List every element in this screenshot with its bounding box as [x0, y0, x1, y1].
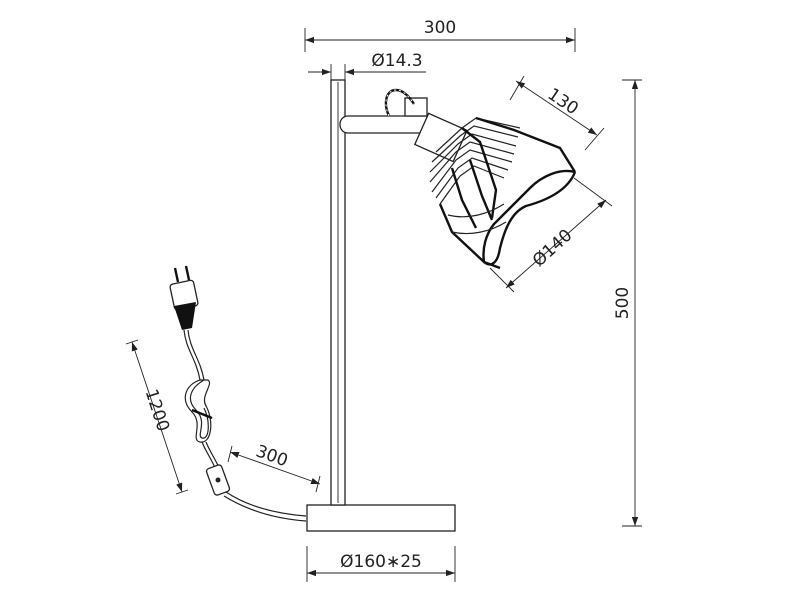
- lamp-internal-wire: [384, 88, 415, 117]
- dimension-cord-length-label: 1200: [141, 387, 173, 434]
- dimension-pole-diameter: Ø14.3: [308, 51, 426, 80]
- dimension-total-height-label: 500: [613, 287, 633, 319]
- dimension-switch-distance: 300: [227, 441, 321, 493]
- dimension-base-size: Ø160∗25: [306, 546, 456, 582]
- lamp-cage-shade: [413, 112, 577, 270]
- lamp-base: [306, 504, 456, 532]
- power-cord: [169, 265, 307, 522]
- dimension-total-width-label: 300: [424, 18, 456, 38]
- lamp-pole: [330, 79, 346, 506]
- dimension-base-size-label: Ø160∗25: [340, 552, 422, 572]
- dimension-shade-depth: 130: [509, 75, 605, 151]
- dimension-total-height: 500: [613, 79, 642, 527]
- dimension-pole-diameter-label: Ø14.3: [371, 51, 422, 71]
- dimension-cord-length: 1200: [125, 339, 189, 495]
- dimension-total-width: 300: [304, 18, 576, 52]
- dimension-switch-distance-label: 300: [253, 441, 290, 471]
- dimension-shade-depth-label: 130: [544, 84, 582, 119]
